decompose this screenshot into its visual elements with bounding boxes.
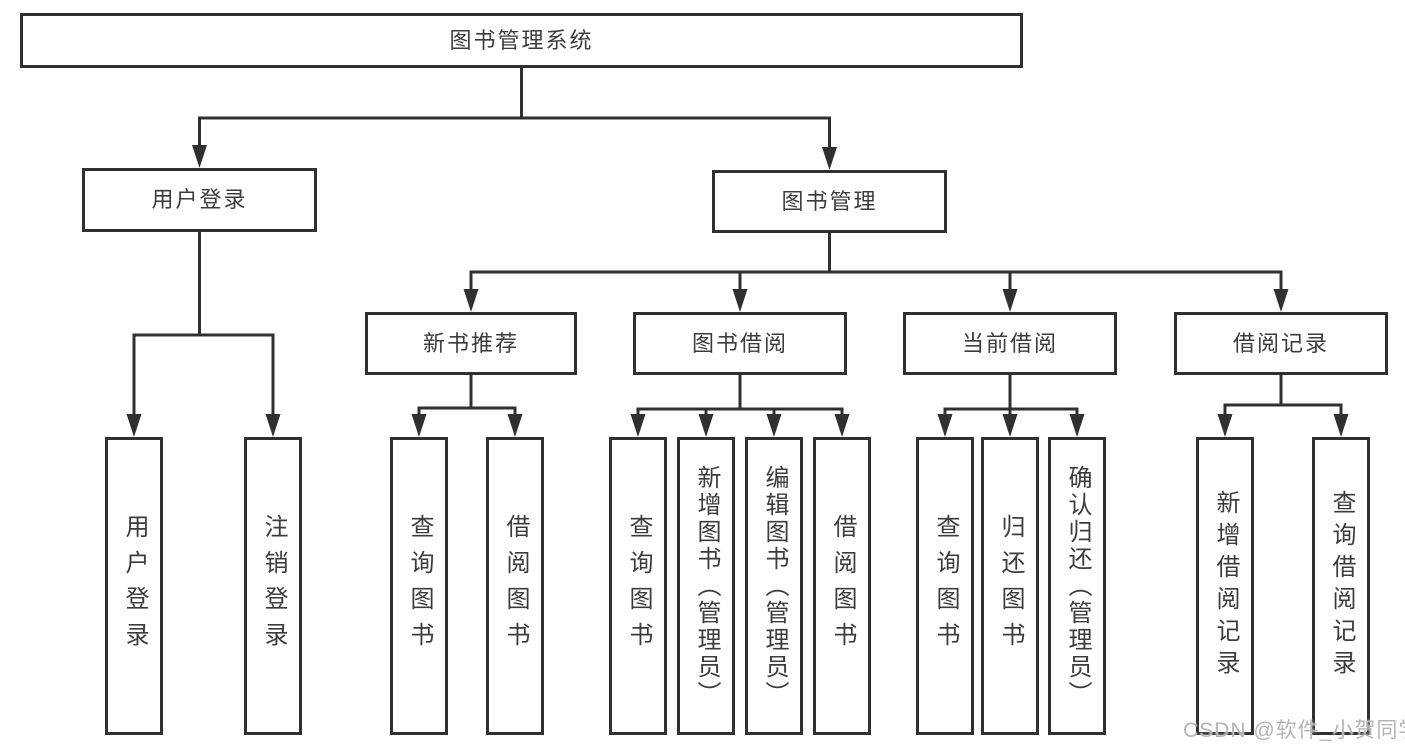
node-label: 用户登录 [151,187,248,212]
csdn-watermark: CSDN @软件_小贺同学 [1183,719,1405,742]
leaf-label: 新增图书（管理员） [693,464,720,708]
leaf-label: 归还图书 [997,514,1024,658]
node-new-book-recommend: 新书推荐 [365,312,577,375]
leaf-borrow-query: 查询图书 [609,437,667,735]
leaf-borrow-borrow: 借阅图书 [813,437,871,735]
leaf-label: 查询图书 [406,514,433,658]
leaf-label: 注销登录 [260,514,287,658]
leaf-logout: 注销登录 [244,437,302,735]
leaf-current-return: 归还图书 [981,437,1039,735]
leaf-current-confirm-admin: 确认归还（管理员） [1048,437,1106,735]
leaf-label: 借阅图书 [829,514,856,658]
node-library-system: 图书管理系统 [20,13,1023,68]
leaf-records-add: 新增借阅记录 [1196,437,1254,735]
leaf-user-login: 用户登录 [105,437,163,735]
leaf-borrow-edit-admin: 编辑图书（管理员） [745,437,803,735]
leaf-records-query: 查询借阅记录 [1312,437,1370,735]
node-book-management: 图书管理 [712,170,947,233]
node-book-borrow: 图书借阅 [633,312,847,375]
leaf-label: 查询图书 [932,514,959,658]
node-label: 新书推荐 [422,330,519,356]
node-current-borrow: 当前借阅 [903,312,1117,375]
node-label: 图书管理 [781,188,878,214]
leaf-current-query: 查询图书 [916,437,974,735]
leaf-label: 用户登录 [121,514,148,658]
leaf-label: 确认归还（管理员） [1064,464,1091,708]
leaf-label: 借阅图书 [502,514,529,658]
node-label: 借阅记录 [1232,330,1329,356]
leaf-label: 编辑图书（管理员） [761,464,788,708]
leaf-newbook-query: 查询图书 [390,437,448,735]
leaf-label: 查询借阅记录 [1328,490,1355,682]
leaf-label: 查询图书 [625,514,652,658]
node-label: 图书管理系统 [449,27,594,53]
node-label: 当前借阅 [961,330,1058,356]
leaf-borrow-add-admin: 新增图书（管理员） [677,437,735,735]
leaf-label: 新增借阅记录 [1212,490,1239,682]
node-borrow-records: 借阅记录 [1174,312,1388,375]
node-user-login: 用户登录 [82,168,317,232]
node-label: 图书借阅 [691,330,788,356]
leaf-newbook-borrow: 借阅图书 [486,437,544,735]
